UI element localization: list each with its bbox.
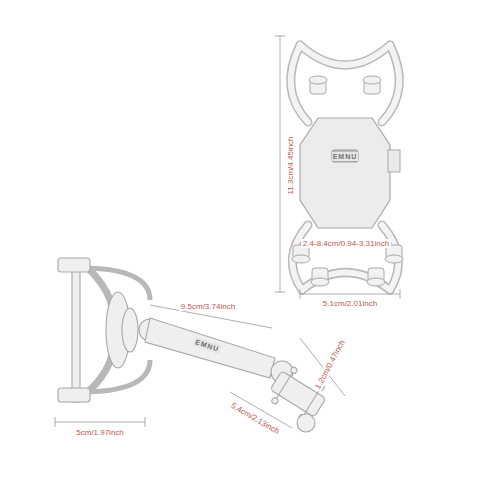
dimension-label: 11.3cm/4.45inch <box>285 134 294 196</box>
dimension-label: 5.1cm/2.01inch <box>321 299 379 308</box>
cradle-frame <box>291 45 400 290</box>
dimension-label: 1.2cm/0.47inch <box>312 336 347 392</box>
side-view <box>58 258 331 432</box>
side-button <box>388 150 400 172</box>
dimension-lines <box>55 36 400 428</box>
dimension-label: 5cm/1.97inch <box>74 428 126 437</box>
dimension-label: 9.5cm/3.74inch <box>179 302 237 311</box>
logo-plate <box>332 150 358 162</box>
dimension-label: 2.4-8.4cm/0.94-3.31inch <box>301 239 391 248</box>
grip-knobs <box>292 76 403 286</box>
center-block <box>300 118 390 228</box>
brand-mark: EMNU <box>332 152 359 161</box>
